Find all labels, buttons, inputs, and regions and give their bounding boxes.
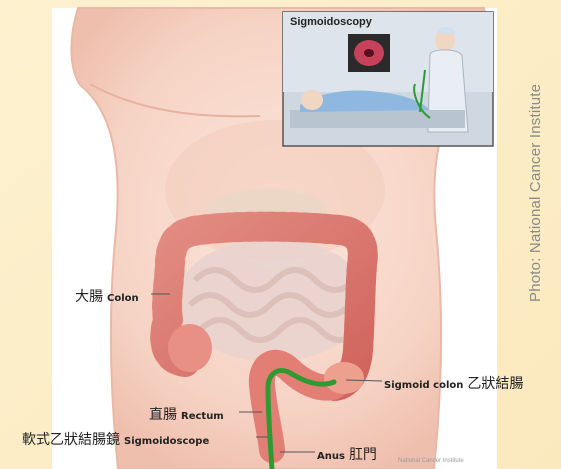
label-colon: 大腸 Colon [75, 286, 139, 306]
label-sigmoidoscope: 軟式乙狀結腸鏡 Sigmoidoscope [22, 429, 209, 449]
label-rectum: 直腸 Rectum [149, 404, 224, 424]
label-anus: Anus 肛門 [317, 444, 377, 464]
label-anus-en: Anus [317, 451, 345, 462]
inset-title: Sigmoidoscopy [290, 16, 372, 28]
label-scope-en: Sigmoidoscope [124, 436, 209, 447]
label-sigmoid-cn: 乙狀結腸 [467, 376, 523, 392]
label-sigmoid-colon: Sigmoid colon 乙狀結腸 [384, 373, 523, 393]
label-colon-cn: 大腸 [75, 289, 103, 305]
label-rectum-en: Rectum [181, 411, 224, 422]
label-sigmoid-en: Sigmoid colon [384, 380, 463, 391]
label-scope-cn: 軟式乙狀結腸鏡 [22, 432, 120, 448]
label-colon-en: Colon [107, 293, 139, 304]
label-rectum-cn: 直腸 [149, 407, 177, 423]
sigmoidoscopy-inset [283, 12, 493, 146]
label-anus-cn: 肛門 [349, 447, 377, 463]
photo-credit-text: Photo: National Cancer Institute [527, 84, 544, 302]
photo-credit: Photo: National Cancer Institute [505, 12, 535, 312]
nci-credit-small: National Cancer Institute [398, 458, 464, 464]
